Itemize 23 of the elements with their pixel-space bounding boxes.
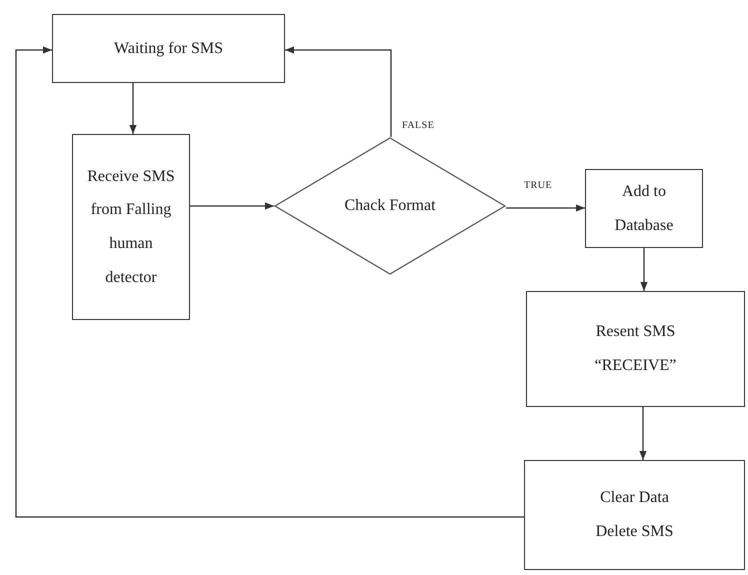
node-text: Add to Database [614, 182, 674, 236]
node-text: Receive SMS from Falling human detector [86, 166, 176, 288]
node-text: Waiting for SMS [114, 38, 223, 59]
node-text: Clear Data [600, 488, 669, 508]
arrow [506, 204, 585, 212]
arrow [640, 248, 648, 291]
node-text: Resent SMS [596, 322, 676, 342]
node-text: “RECEIVE” [594, 356, 676, 376]
decision-diamond [274, 137, 506, 275]
node-text: Delete SMS [596, 522, 674, 542]
process-box [524, 460, 745, 570]
arrow [285, 46, 392, 137]
process-box [526, 291, 745, 407]
arrow [639, 407, 647, 460]
arrow [129, 83, 137, 134]
process-box [585, 169, 703, 248]
process-box [52, 14, 285, 83]
edge-label: TRUE [522, 180, 554, 191]
edge-label: FALSE [400, 120, 436, 131]
arrow [15, 46, 524, 518]
arrow [190, 202, 274, 210]
process-box [72, 134, 190, 320]
node-text: Chack Format [344, 196, 436, 216]
